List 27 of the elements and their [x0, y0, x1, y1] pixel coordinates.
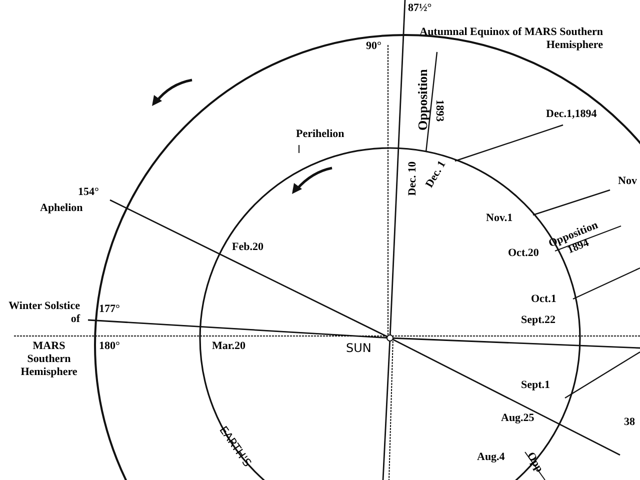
diagram-label: Aug.4 — [477, 451, 505, 464]
diagram-label: Mar.20 — [212, 340, 246, 354]
diagram-label: Opposition — [414, 69, 430, 130]
diagram-label: Dec.1,1894 — [546, 108, 597, 122]
diagram-label: Dec. 1 — [423, 158, 450, 190]
diagram-label: Sept.1 — [521, 379, 550, 392]
diagram-label: Autumnal Equinox of MARS Southern Hemisphere — [418, 26, 603, 52]
diagram-label: Aphelion — [40, 202, 83, 216]
diagram-label: 38 — [624, 416, 635, 430]
diagram-label: Dec. 10 — [406, 161, 420, 196]
diagram-label: 177° — [99, 303, 120, 316]
diagram-label: Winter Solstice of — [8, 300, 80, 326]
diagram-label: 180° — [99, 340, 120, 354]
diagram-label: Perihelion — [296, 128, 344, 142]
diagram-label: MARS Southern Hemisphere — [20, 340, 78, 380]
diagram-label: 1893 — [432, 100, 446, 122]
diagram-label: Feb.20 — [232, 241, 264, 254]
diagram-label: 90° — [366, 40, 382, 54]
diagram-label: Oct.1 — [531, 293, 556, 306]
diagram-label: Sept.22 — [521, 314, 556, 328]
diagram-label: Nov — [618, 175, 637, 188]
diagram-label: SUN — [346, 341, 372, 356]
diagram-label: Oct.20 — [508, 247, 539, 260]
diagram-label: 87½° — [408, 2, 432, 16]
diagram-label: 154° — [78, 186, 99, 200]
diagram-label: Aug.25 — [501, 412, 534, 426]
diagram-label: Nov.1 — [486, 212, 513, 226]
